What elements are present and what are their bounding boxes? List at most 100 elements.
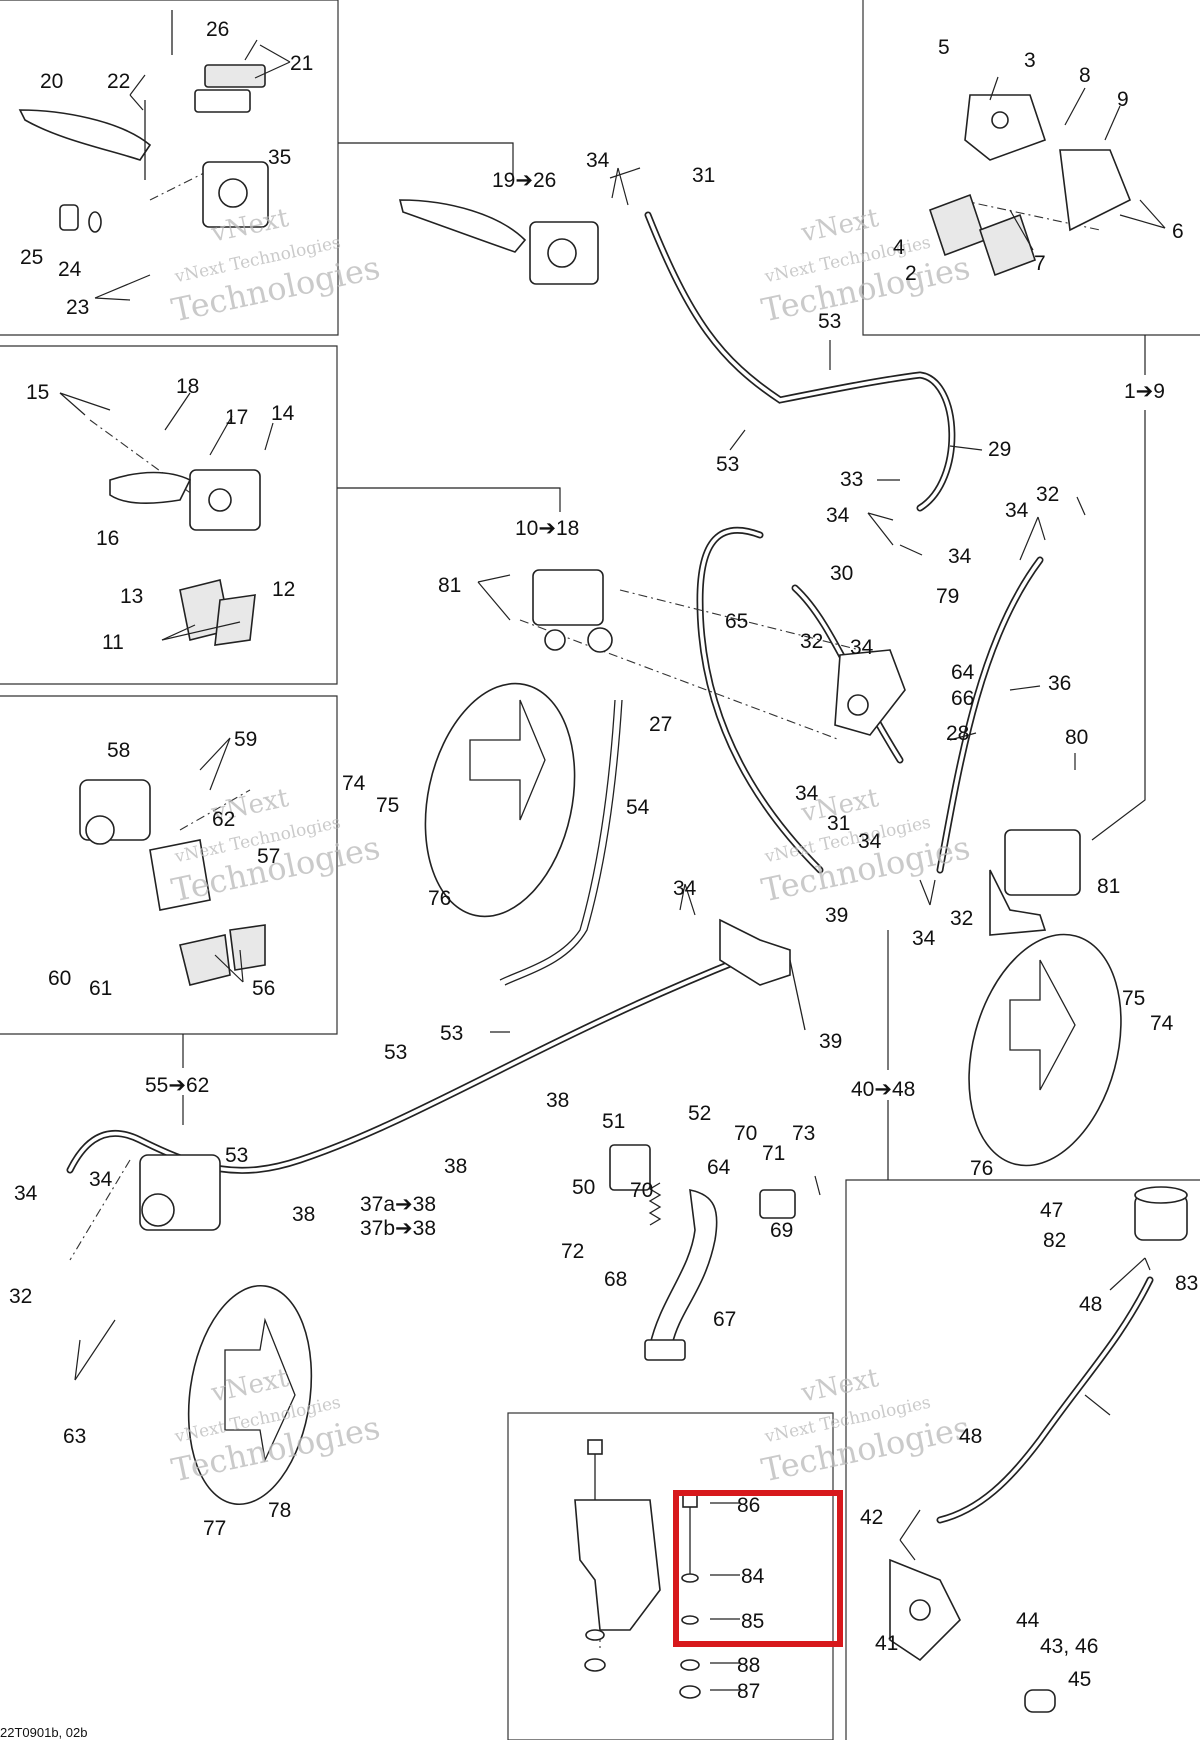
callout-64: 64 xyxy=(951,661,975,684)
callout-5: 5 xyxy=(938,36,950,59)
callout-53: 53 xyxy=(384,1041,407,1064)
callout-80: 80 xyxy=(1065,726,1088,749)
callout-labels: 5 3 8 9 6 7 4 2 1➔9 26 21 20 22 35 25 24… xyxy=(0,18,1198,1740)
callout-28: 28 xyxy=(946,722,969,745)
callout-59: 59 xyxy=(234,728,257,751)
callout-11: 11 xyxy=(102,631,124,654)
callout-85: 85 xyxy=(741,1610,764,1633)
callout-66: 66 xyxy=(951,687,974,710)
callout-18: 18 xyxy=(176,375,199,398)
callout-3: 3 xyxy=(1024,49,1036,72)
callout-1-9: 1➔9 xyxy=(1124,380,1165,403)
callout-53: 53 xyxy=(818,310,841,333)
callout-37b-38: 37b➔38 xyxy=(360,1217,436,1240)
callout-69: 69 xyxy=(770,1219,793,1242)
callout-52: 52 xyxy=(688,1102,711,1125)
callout-79: 79 xyxy=(936,585,959,608)
callout-32: 32 xyxy=(800,630,823,653)
callout-33: 33 xyxy=(840,468,863,491)
callout-42: 42 xyxy=(860,1506,883,1529)
callout-10-18: 10➔18 xyxy=(515,517,579,540)
callout-34: 34 xyxy=(948,545,972,568)
callout-31: 31 xyxy=(827,812,850,835)
watermark: vNext vNext Technologies Technologies xyxy=(168,203,383,330)
highlight-box xyxy=(673,1490,843,1647)
callout-38: 38 xyxy=(444,1155,467,1178)
callout-34: 34 xyxy=(89,1168,113,1191)
callout-4: 4 xyxy=(893,236,905,259)
callout-67: 67 xyxy=(713,1308,736,1331)
callout-9: 9 xyxy=(1117,88,1129,111)
callout-56: 56 xyxy=(252,977,275,1000)
callout-75: 75 xyxy=(376,794,399,817)
callout-32: 32 xyxy=(1036,483,1059,506)
callout-32: 32 xyxy=(950,907,973,930)
callout-78: 78 xyxy=(268,1499,291,1522)
callout-51: 51 xyxy=(602,1110,625,1133)
callout-13: 13 xyxy=(120,585,143,608)
callout-81: 81 xyxy=(438,574,461,597)
callout-62: 62 xyxy=(212,808,235,831)
callout-53: 53 xyxy=(225,1144,248,1167)
callout-23: 23 xyxy=(66,296,89,319)
callout-88: 88 xyxy=(737,1654,760,1677)
callout-34: 34 xyxy=(858,830,882,853)
callout-65: 65 xyxy=(725,610,748,633)
callout-72: 72 xyxy=(561,1240,584,1263)
callout-15: 15 xyxy=(26,381,49,404)
callout-83: 83 xyxy=(1175,1272,1198,1295)
svg-text:vNext: vNext xyxy=(798,1363,882,1409)
drawing-code: 22T0901b, 02b xyxy=(0,1725,87,1740)
callout-20: 20 xyxy=(40,70,63,93)
svg-text:vNext: vNext xyxy=(798,203,882,249)
callout-17: 17 xyxy=(225,406,248,429)
callout-34: 34 xyxy=(826,504,850,527)
callout-41: 41 xyxy=(875,1632,898,1655)
callout-38: 38 xyxy=(292,1203,315,1226)
callout-48: 48 xyxy=(1079,1293,1102,1316)
callout-54: 54 xyxy=(626,796,650,819)
callout-12: 12 xyxy=(272,578,295,601)
callout-34: 34 xyxy=(1005,499,1029,522)
callout-76: 76 xyxy=(970,1157,993,1180)
leader-lines xyxy=(59,39,1166,1691)
callout-36: 36 xyxy=(1048,672,1071,695)
callout-39: 39 xyxy=(825,904,848,927)
callout-40-48: 40➔48 xyxy=(851,1078,915,1101)
callout-70: 70 xyxy=(734,1122,757,1145)
callout-16: 16 xyxy=(96,527,119,550)
callout-43-46: 43, 46 xyxy=(1040,1635,1098,1658)
callout-22: 22 xyxy=(107,70,130,93)
callout-14: 14 xyxy=(271,402,295,425)
callout-55-62: 55➔62 xyxy=(145,1074,209,1097)
callout-75: 75 xyxy=(1122,987,1145,1010)
callout-38: 38 xyxy=(546,1089,569,1112)
callout-39: 39 xyxy=(819,1030,842,1053)
inset-connectors xyxy=(182,142,1146,1180)
callout-60: 60 xyxy=(48,967,71,990)
callout-53: 53 xyxy=(440,1022,463,1045)
callout-71: 71 xyxy=(762,1142,785,1165)
callout-34: 34 xyxy=(14,1182,38,1205)
callout-27: 27 xyxy=(649,713,672,736)
callout-6: 6 xyxy=(1172,220,1184,243)
callout-84: 84 xyxy=(741,1565,765,1588)
callout-25: 25 xyxy=(20,246,43,269)
callout-7: 7 xyxy=(1034,252,1046,275)
callout-87: 87 xyxy=(737,1680,760,1703)
callout-24: 24 xyxy=(58,258,82,281)
callout-34: 34 xyxy=(912,927,936,950)
callout-86: 86 xyxy=(737,1494,760,1517)
callout-34: 34 xyxy=(795,782,819,805)
callout-45: 45 xyxy=(1068,1668,1091,1691)
callout-48: 48 xyxy=(959,1425,982,1448)
callout-8: 8 xyxy=(1079,64,1091,87)
callout-47: 47 xyxy=(1040,1199,1063,1222)
callout-61: 61 xyxy=(89,977,112,1000)
parts xyxy=(18,10,1188,1713)
callout-29: 29 xyxy=(988,438,1011,461)
callout-30: 30 xyxy=(830,562,853,585)
callout-32: 32 xyxy=(9,1285,32,1308)
callout-34: 34 xyxy=(673,877,697,900)
